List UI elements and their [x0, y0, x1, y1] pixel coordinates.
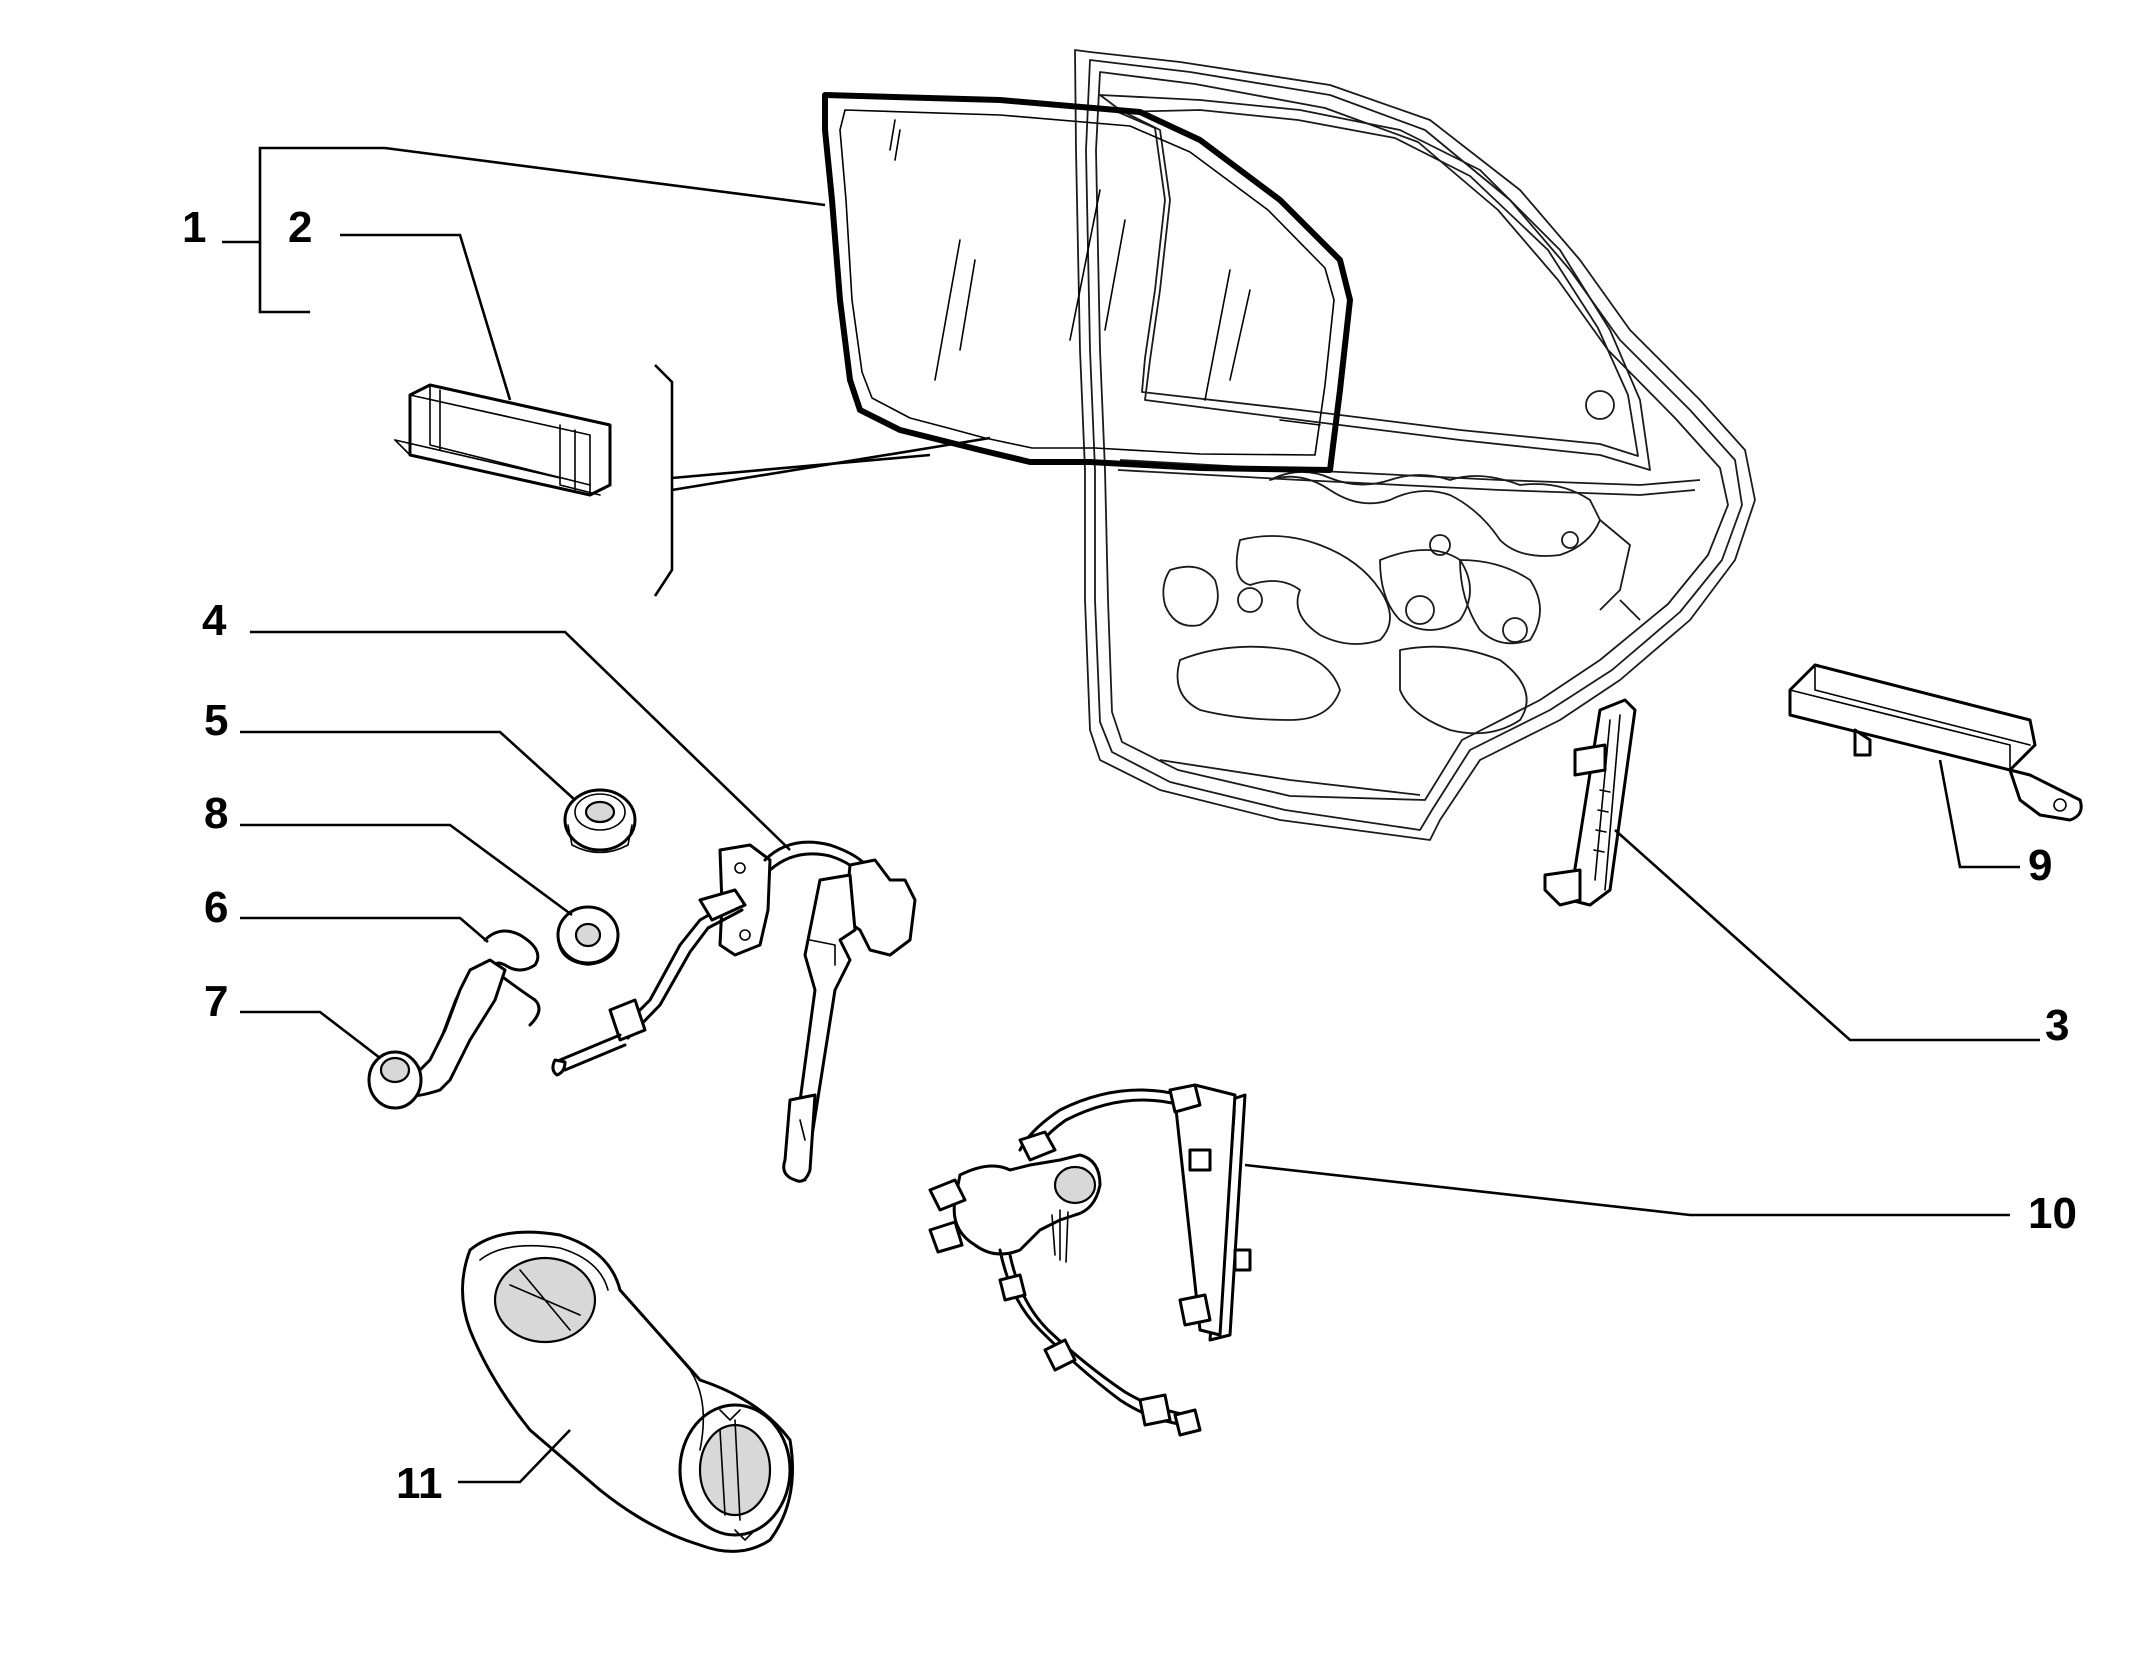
leader-line-9	[1938, 759, 2020, 869]
leader-line-glass-ref-2	[671, 453, 931, 480]
leader-line-6	[240, 916, 489, 943]
manual-regulator-drawing	[551, 840, 917, 1183]
leader-line-11	[458, 1429, 571, 1484]
leader-line-7	[240, 1010, 381, 1060]
bushing-drawing	[563, 788, 637, 854]
washer-drawing	[556, 905, 620, 966]
leader-line-10	[1244, 1163, 2010, 1217]
leader-line-glass-ref	[653, 364, 674, 597]
leader-line-5	[240, 730, 576, 801]
trim-cover-drawing	[461, 1230, 794, 1553]
leader-line-2	[340, 233, 512, 401]
leader-line-3	[1614, 829, 2040, 1042]
callout-6: 6	[204, 883, 228, 932]
glass-channel-drawing	[394, 383, 612, 497]
callout-3: 3	[2045, 1001, 2069, 1050]
callout-8: 8	[204, 789, 228, 838]
callout-11: 11	[396, 1459, 443, 1508]
leader-line-4	[250, 630, 791, 851]
leader-line-8	[240, 823, 573, 917]
leader-line-glass-ref-3	[671, 436, 991, 492]
door-shell-drawing	[1074, 49, 1756, 841]
crank-handle-drawing	[367, 958, 507, 1110]
leader-line-1-lower	[258, 242, 310, 314]
leader-lines	[222, 146, 2040, 1484]
guide-rail-drawing	[1543, 698, 1637, 907]
callout-10: 10	[2028, 1189, 2077, 1238]
callout-1: 1	[182, 203, 206, 252]
leader-line-1	[222, 146, 826, 244]
callout-5: 5	[204, 696, 228, 745]
callouts: 1 2 3 4 5 6 7 8 9 10 11	[182, 203, 2077, 1508]
callout-4: 4	[202, 596, 227, 645]
electric-regulator-drawing	[928, 1083, 1252, 1437]
callout-9: 9	[2028, 841, 2052, 890]
guide-channel-drawing	[1788, 663, 2083, 822]
spring-clip-drawing	[483, 929, 541, 1027]
window-glass-drawing	[822, 92, 1353, 473]
callout-7: 7	[204, 977, 228, 1026]
callout-2: 2	[288, 203, 312, 252]
